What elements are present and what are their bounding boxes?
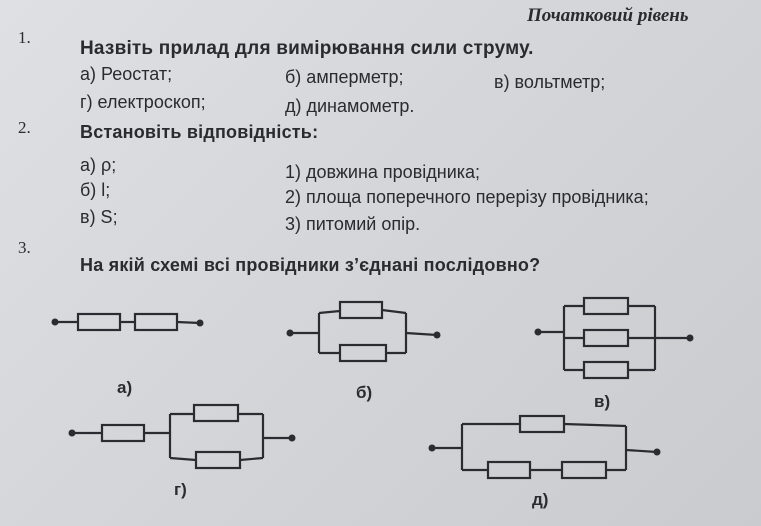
q1-option-v: в) вольтметр; — [494, 72, 606, 92]
page-title: Початковий рівень — [527, 5, 689, 26]
diagram-label-d: д) — [532, 490, 549, 509]
diagram-label-v: в) — [594, 392, 611, 411]
diagram-label-g: г) — [174, 480, 187, 499]
q1-option-a: а) Реостат; — [80, 64, 173, 84]
question-3-number: 3. — [18, 238, 31, 257]
question-1-number: 1. — [18, 28, 31, 47]
q1-option-g: г) електроскоп; — [80, 92, 206, 112]
q1-option-d: д) динамометр. — [285, 96, 415, 116]
q2-left-a: а) ρ; — [80, 155, 117, 175]
q2-right-1: 1) довжина провідника; — [285, 162, 481, 182]
q2-right-2: 2) площа поперечного перерізу провідника… — [285, 187, 649, 207]
q1-option-b: б) амперметр; — [285, 67, 404, 87]
question-3-text: На якій схемі всі провідники з’єднані по… — [80, 255, 541, 275]
q2-right-3: 3) питомий опір. — [285, 214, 421, 234]
question-2-text: Встановіть відповідність: — [80, 122, 319, 142]
question-2-number: 2. — [18, 118, 31, 137]
q2-left-b: б) l; — [80, 180, 111, 200]
question-1-text: Назвіть прилад для вимірювання сили стру… — [80, 38, 534, 59]
diagram-label-b: б) — [356, 383, 373, 402]
q2-left-v: в) S; — [80, 207, 118, 227]
diagram-label-a: а) — [117, 378, 133, 397]
